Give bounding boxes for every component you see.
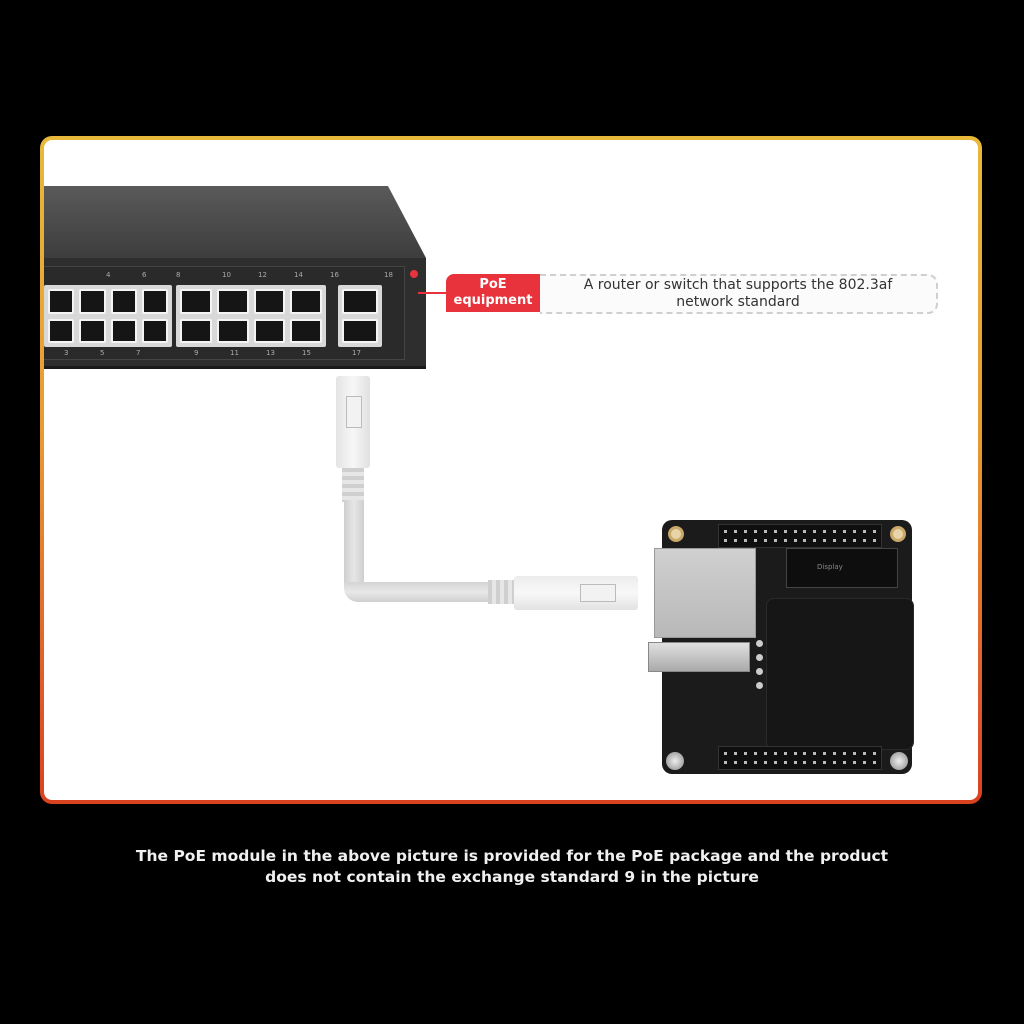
rj45-port [290,318,322,343]
ethernet-cable-horizontal [344,582,494,602]
pad-icon [756,640,763,647]
cable-boot [488,580,514,604]
port-number: 7 [136,349,141,357]
port-number: 16 [330,271,339,279]
status-dot-icon [410,270,418,278]
tag-line-2: equipment [453,293,533,308]
rj45-port [48,289,75,314]
display-silkscreen: Display [817,563,843,571]
display-connector: Display [786,548,898,588]
cable-boot [342,468,364,502]
rj45-port [141,318,168,343]
port-number: 10 [222,271,231,279]
port-number: 11 [230,349,239,357]
ethernet-plug-top-icon [336,376,370,468]
port-number: 6 [142,271,147,279]
callout-connector-line [418,292,446,294]
tag-line-1: PoE [479,277,507,292]
poe-equipment-description: A router or switch that supports the 802… [540,274,938,314]
rj45-port [216,318,249,343]
mounting-hole-icon [668,526,684,542]
usb-port-icon [648,642,750,672]
port-number: 12 [258,271,267,279]
ethernet-plug-side-icon [514,576,638,610]
pad-icon [756,654,763,661]
rj45-port [342,318,378,343]
footnote-caption: The PoE module in the above picture is p… [0,846,1024,888]
rj45-port [253,318,286,343]
port-number: 8 [176,271,181,279]
pad-icon [756,682,763,689]
desc-line-2: network standard [676,294,800,310]
rj45-port [216,289,249,314]
poe-module-cover [766,598,914,750]
rj45-port [48,318,75,343]
port-group-uplink [338,285,382,347]
switch-top-cover [44,186,426,258]
switch-front-panel: 4 6 8 10 12 14 16 18 [44,258,426,369]
caption-line-2: does not contain the exchange standard 9… [265,868,759,886]
rj45-port [110,318,137,343]
poe-board-image: Display [648,520,914,774]
port-number: 13 [266,349,275,357]
poe-equipment-tag: PoE equipment [446,274,540,312]
port-number: 15 [302,349,311,357]
port-number: 5 [100,349,105,357]
rj45-port [342,289,378,314]
ethernet-jack-icon [654,548,756,638]
pad-icon [756,668,763,675]
ethernet-cable-vertical [344,500,364,600]
rj45-port [110,289,137,314]
port-group-1 [44,285,172,347]
switch-port-bay: 4 6 8 10 12 14 16 18 [44,266,405,360]
rj45-port [180,289,212,314]
rj45-port [141,289,168,314]
gpio-header-bottom [718,746,882,770]
port-number: 3 [64,349,69,357]
gpio-header-top [718,524,882,548]
desc-line-1: A router or switch that supports the 802… [583,277,893,293]
port-number: 18 [384,271,393,279]
port-number: 14 [294,271,303,279]
rj45-port [290,289,322,314]
rj45-port [79,318,106,343]
screw-icon [890,752,908,770]
port-number: 4 [106,271,111,279]
caption-line-1: The PoE module in the above picture is p… [135,847,889,865]
network-switch-image: 4 6 8 10 12 14 16 18 [44,186,426,369]
product-panel: 4 6 8 10 12 14 16 18 [40,136,982,804]
rj45-port [79,289,106,314]
mounting-hole-icon [890,526,906,542]
rj45-port [180,318,212,343]
port-group-2 [176,285,326,347]
port-number: 9 [194,349,199,357]
port-number: 17 [352,349,361,357]
screw-icon [666,752,684,770]
rj45-port [253,289,286,314]
